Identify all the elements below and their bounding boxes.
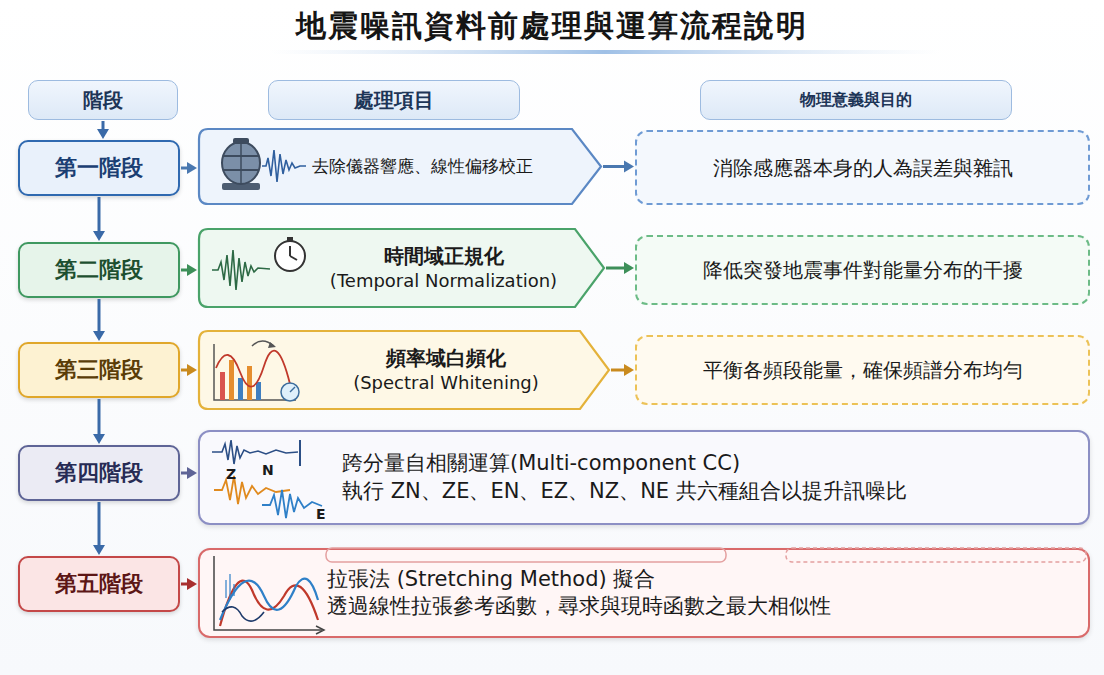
column-header: 處理項目 <box>268 80 520 120</box>
node-text: 去除儀器響應、線性偏移校正 <box>312 155 533 177</box>
component-label: Z <box>226 466 236 482</box>
flow-arrow <box>181 364 197 376</box>
arrow-shaft <box>98 197 101 233</box>
purpose-box: 降低突發地震事件對能量分布的干擾 <box>635 235 1090 305</box>
stage-box: 第一階段 <box>18 140 180 196</box>
arrow-head <box>624 364 634 376</box>
arrow-shaft <box>181 167 189 170</box>
node-text: 頻率域白頻化 <box>386 345 506 371</box>
purpose-box: 消除感應器本身的人為誤差與雜訊 <box>635 130 1090 205</box>
node-text: 第一階段 <box>55 154 143 183</box>
stage-box: 第五階段 <box>18 556 180 612</box>
arrow-head <box>624 161 634 173</box>
arrow-shaft <box>102 121 105 131</box>
component-label: N <box>262 462 274 478</box>
node-text: 時間域正規化 <box>384 243 504 269</box>
node-subtext: (Spectral Whitening) <box>353 371 539 394</box>
column-header: 物理意義與目的 <box>700 80 1012 120</box>
flow-arrow <box>181 264 197 276</box>
arrow-shaft <box>603 165 626 168</box>
flow-arrow <box>611 364 634 376</box>
arrow-head <box>97 129 109 139</box>
flow-arrow <box>606 262 634 274</box>
flow-arrow <box>93 399 105 444</box>
arrow-head <box>187 264 197 276</box>
node-text: 第四階段 <box>55 459 143 488</box>
arrow-shaft <box>611 369 626 372</box>
node-text: 處理項目 <box>354 87 434 113</box>
arrow-shaft <box>181 369 189 372</box>
stage-box: 第四階段 <box>18 445 180 501</box>
node-text: 第二階段 <box>55 256 143 285</box>
node-text: 階段 <box>83 87 123 113</box>
stage-box: 第二階段 <box>18 242 180 298</box>
flow-arrow <box>181 467 197 479</box>
node-text: 第三階段 <box>55 356 143 385</box>
arrow-head <box>624 262 634 274</box>
node-text: 消除感應器本身的人為誤差與雜訊 <box>713 155 1013 181</box>
arrow-head <box>187 364 197 376</box>
node-text: 平衡各頻段能量，確保頻譜分布均勻 <box>703 357 1023 383</box>
flow-arrow <box>181 162 197 174</box>
column-header: 階段 <box>28 80 178 120</box>
arrow-head <box>187 162 197 174</box>
arrow-shaft <box>181 269 189 272</box>
flow-arrow <box>93 502 105 555</box>
arrow-box-shape <box>199 129 601 204</box>
arrow-head <box>187 578 197 590</box>
arrow-head <box>93 231 105 241</box>
process-arrow-box: 時間域正規化(Temporal Normalization) <box>198 228 605 308</box>
process-arrow-box: 去除儀器響應、線性偏移校正 <box>198 128 602 205</box>
arrow-shaft <box>98 299 101 333</box>
flow-arrow <box>93 197 105 241</box>
arrow-head <box>93 331 105 341</box>
process-box: 跨分量自相關運算(Multi-component CC)執行 ZN、ZE、EN、… <box>198 430 1090 525</box>
stage-box: 第三階段 <box>18 342 180 398</box>
arrow-box-shape <box>199 331 609 409</box>
arrow-shaft <box>181 472 189 475</box>
process-box: 拉張法 (Stretching Method) 擬合透過線性拉張參考函數，尋求與… <box>198 548 1090 638</box>
purpose-box: 平衡各頻段能量，確保頻譜分布均勻 <box>635 335 1090 405</box>
arrow-box-shape <box>199 229 604 307</box>
arrow-head <box>93 545 105 555</box>
arrow-shaft <box>98 502 101 547</box>
arrow-shaft <box>606 267 626 270</box>
diagram-title: 地震噪訊資料前處理與運算流程說明 <box>0 6 1104 47</box>
node-subtext: (Temporal Normalization) <box>330 269 557 292</box>
arrow-shaft <box>181 583 189 586</box>
flow-arrow <box>97 121 109 139</box>
process-arrow-box: 頻率域白頻化(Spectral Whitening) <box>198 330 610 410</box>
node-text: 拉張法 (Stretching Method) 擬合 <box>327 566 655 593</box>
arrow-shaft <box>98 399 101 436</box>
node-subtext: 執行 ZN、ZE、EN、EZ、NZ、NE 共六種組合以提升訊噪比 <box>342 478 907 505</box>
flow-arrow <box>603 161 634 173</box>
arrow-head <box>93 434 105 444</box>
node-text: 物理意義與目的 <box>800 90 912 111</box>
component-label: E <box>316 506 326 522</box>
arrow-head <box>187 467 197 479</box>
node-subtext: 透過線性拉張參考函數，尋求與現時函數之最大相似性 <box>327 593 831 620</box>
flow-arrow <box>93 299 105 341</box>
node-text: 跨分量自相關運算(Multi-component CC) <box>342 450 740 477</box>
node-text: 降低突發地震事件對能量分布的干擾 <box>703 257 1023 283</box>
title-underline <box>270 50 940 54</box>
node-text: 第五階段 <box>55 570 143 599</box>
flow-arrow <box>181 578 197 590</box>
